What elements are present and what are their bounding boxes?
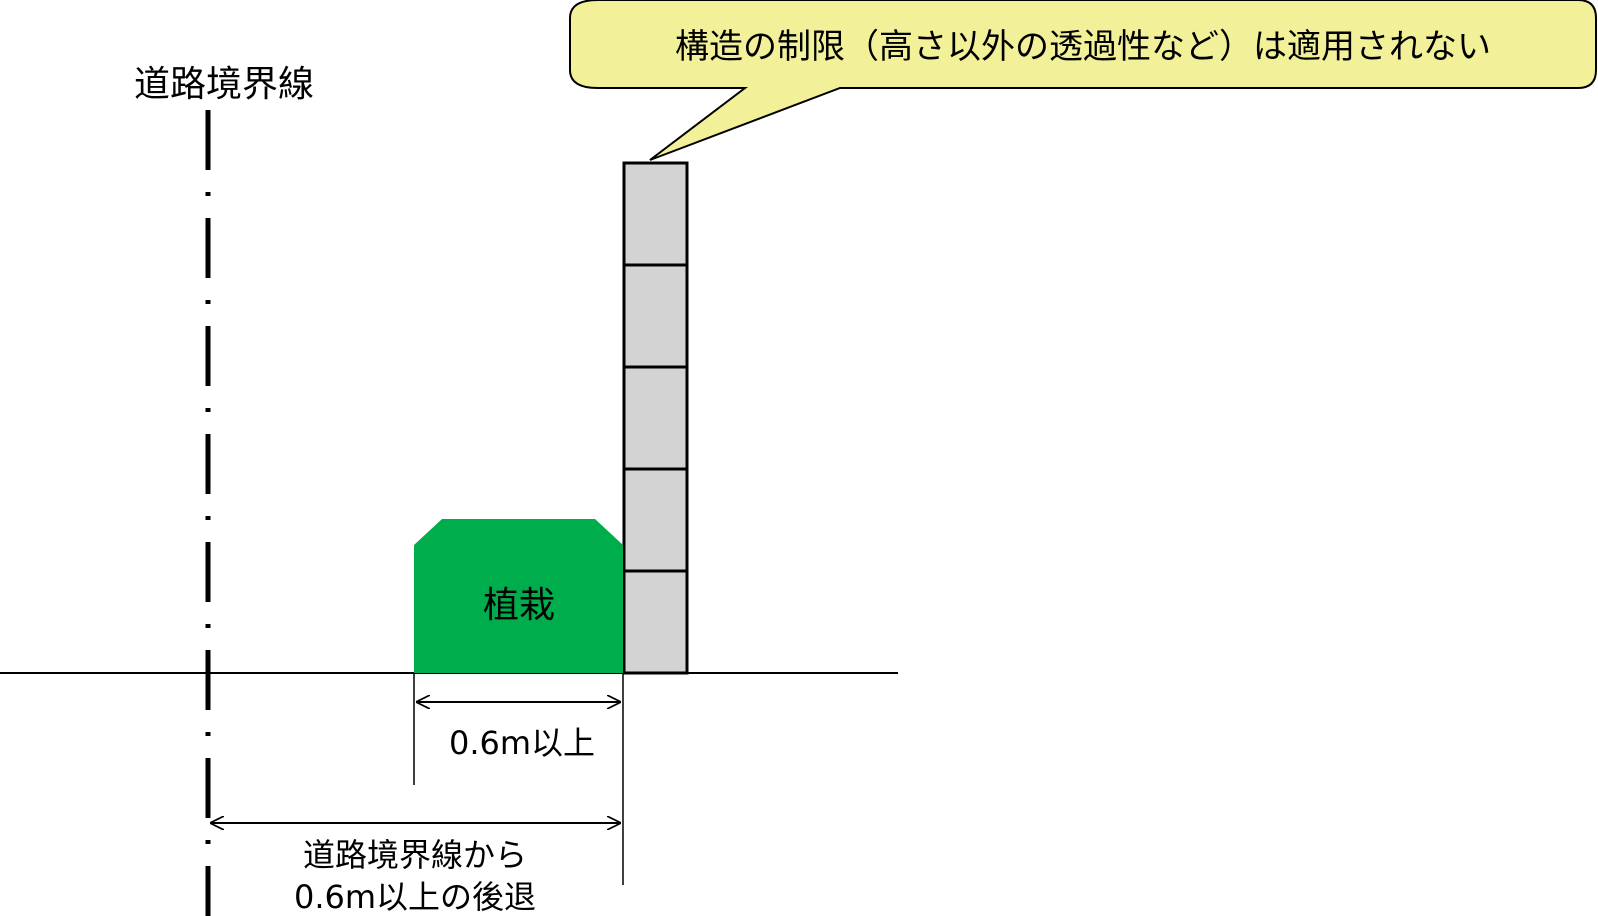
planting-width-label: 0.6m以上 (449, 724, 595, 762)
road-boundary-label: 道路境界線 (134, 64, 314, 105)
wall-outline (622, 161, 689, 675)
callout-text: 構造の制限（高さ以外の透過性など）は適用されない (675, 27, 1491, 67)
callout-bubble (569, 0, 1597, 161)
planting-label: 植栽 (483, 585, 555, 626)
setback-label-line1: 道路境界線から (303, 836, 527, 874)
planting-shape (414, 519, 623, 673)
setback-label-line2: 0.6m以上の後退 (294, 878, 536, 916)
block-wall (622, 161, 689, 675)
